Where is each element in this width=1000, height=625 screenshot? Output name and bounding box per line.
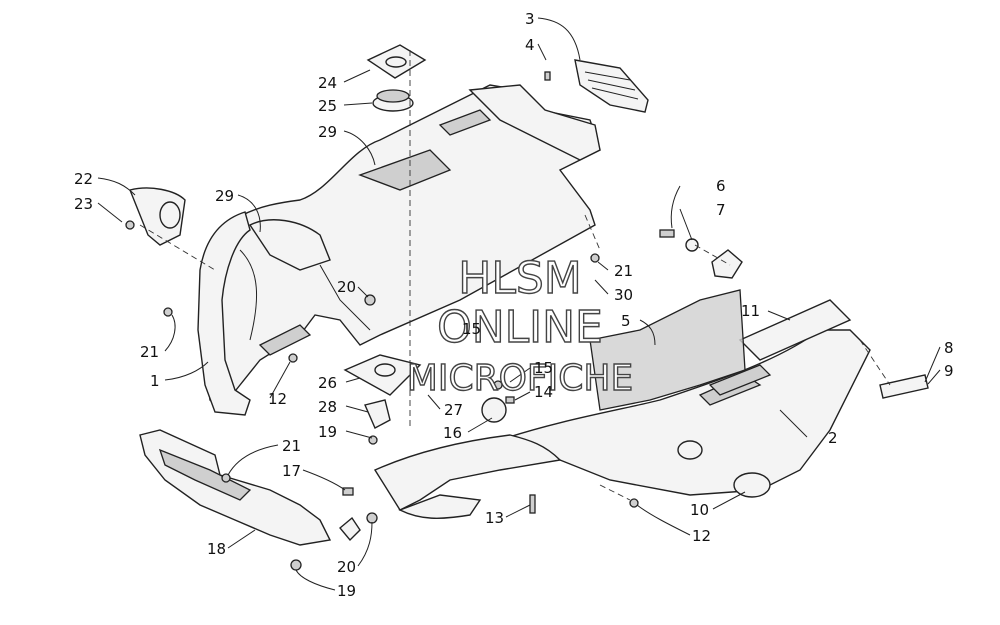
callout-26: 26	[318, 374, 337, 392]
callout-3: 3	[525, 10, 535, 28]
side-panel-part	[197, 211, 312, 416]
alignment-lines	[139, 50, 891, 501]
callout-16-top: 15	[462, 320, 481, 338]
lower-bumper-part	[373, 434, 562, 519]
vent-part	[574, 59, 649, 113]
callout-24: 24	[318, 74, 337, 92]
callout-10: 10	[690, 501, 709, 519]
watermark-line-2: ONLINE	[437, 302, 603, 353]
watermark-line-3: MICROFICHE	[407, 358, 633, 399]
callout-17: 17	[282, 462, 301, 480]
insulation-part	[589, 289, 746, 411]
callout-18: 18	[207, 540, 226, 558]
fastener-parts	[125, 71, 743, 571]
callout-27: 27	[444, 401, 463, 419]
callout-12-left: 12	[268, 390, 287, 408]
callout-25: 25	[318, 97, 337, 115]
watermark: HLSM ONLINE MICROFICHE	[406, 252, 634, 399]
callout-20-mid: 20	[337, 278, 356, 296]
callout-13: 13	[485, 509, 504, 527]
callout-21-bottom: 21	[282, 437, 301, 455]
callout-labels: 3 4 24 25 29 22 23 29 6 7 20 21 30 5 11 …	[74, 10, 954, 600]
callout-22: 22	[74, 170, 93, 188]
callout-4: 4	[525, 36, 535, 54]
plate-part	[343, 354, 422, 396]
callout-19-mid: 19	[318, 423, 337, 441]
callout-30: 30	[614, 286, 633, 304]
flange-part	[366, 44, 427, 79]
bracket-part	[364, 399, 391, 429]
callout-28: 28	[318, 398, 337, 416]
callout-12-right: 12	[692, 527, 711, 545]
callout-20-bottom: 20	[337, 558, 356, 576]
callout-29-top: 29	[318, 123, 337, 141]
watermark-line-1: HLSM	[458, 253, 582, 304]
nose-cone-part	[129, 187, 186, 246]
left-bumper-part	[139, 429, 332, 546]
grommet-part	[372, 89, 414, 112]
plate-8-part	[879, 374, 929, 399]
callout-7: 7	[716, 201, 726, 219]
callout-9: 9	[944, 362, 954, 380]
callout-19-bottom: 19	[337, 582, 356, 600]
callout-16: 16	[443, 424, 462, 442]
callout-6: 6	[716, 177, 726, 195]
leader-lines	[97, 17, 941, 591]
lens-part	[677, 440, 771, 498]
callout-2: 2	[828, 429, 838, 447]
right-side-panel-part	[497, 299, 871, 496]
callout-15: 15	[534, 359, 553, 377]
callout-14: 14	[534, 383, 553, 401]
callout-5: 5	[621, 312, 631, 330]
callout-8: 8	[944, 339, 954, 357]
callout-21-left: 21	[140, 343, 159, 361]
callout-21-right: 21	[614, 262, 633, 280]
callout-29-left: 29	[215, 187, 234, 205]
callout-1: 1	[150, 372, 160, 390]
callout-23: 23	[74, 195, 93, 213]
callout-11: 11	[741, 302, 760, 320]
